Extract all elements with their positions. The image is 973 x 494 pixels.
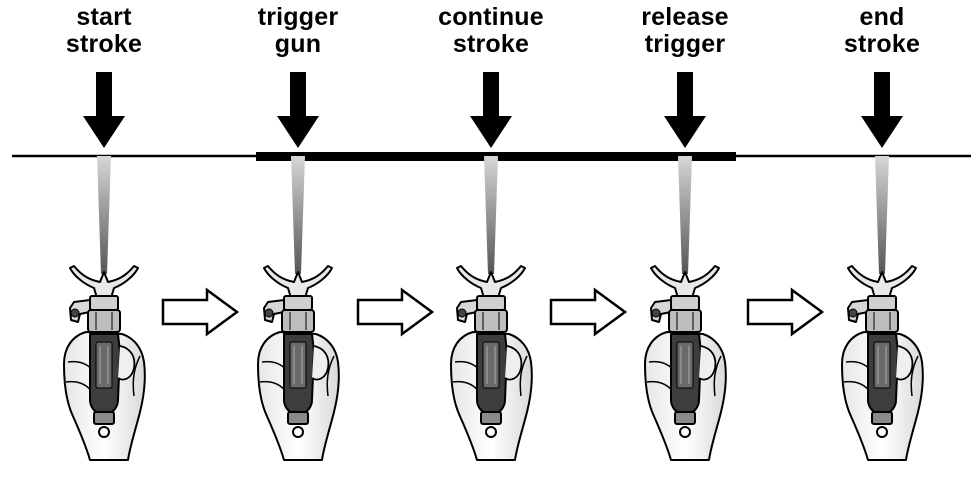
right-outline-arrow-icon [551,290,625,334]
right-outline-arrow-icon [748,290,822,334]
hand-spray-gun-icon [64,156,145,460]
hand-spray-gun-icon [451,156,532,460]
right-outline-arrow-icon [358,290,432,334]
down-arrow-icon [861,72,903,148]
down-arrow-icon [470,72,512,148]
down-arrow-icon [664,72,706,148]
down-arrow-icon [277,72,319,148]
hand-spray-gun-icon [842,156,923,460]
down-arrow-icon [83,72,125,148]
hand-spray-gun-icon [258,156,339,460]
right-outline-arrow-icon [163,290,237,334]
hand-spray-gun-icon [645,156,726,460]
